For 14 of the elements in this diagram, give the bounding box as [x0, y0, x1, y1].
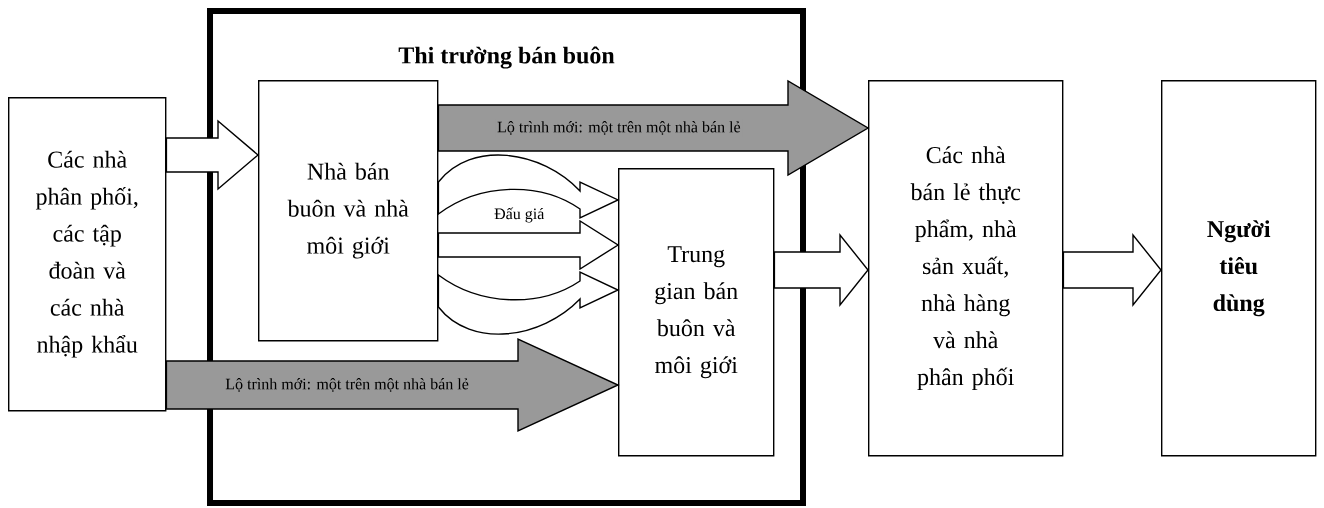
edge-label: Lộ trình mới: một trên một nhà bán lẻ — [495, 119, 743, 137]
block-arrow — [437, 271, 619, 335]
process-box: Nhà bán buôn và nhà môi giới — [258, 80, 439, 342]
process-box: Người tiêu dùng — [1161, 80, 1317, 457]
block-arrow — [1062, 233, 1162, 307]
edge-label: Đấu giá — [492, 205, 547, 225]
block-arrow — [437, 154, 619, 219]
process-box: Trung gian bán buôn và môi giới — [618, 168, 775, 457]
block-arrow — [165, 119, 260, 191]
edge-label: Lộ trình mới: một trên một nhà bán lẻ — [223, 376, 471, 394]
block-arrow — [437, 219, 620, 271]
process-box: Các nhà bán lẻ thực phẩm, nhà sản xuất, nhà hàng và nhà phân phối — [868, 80, 1064, 457]
block-arrow — [773, 233, 869, 307]
process-box: Các nhà phân phối, các tập đoàn và các nhà nhập khẩu — [8, 97, 167, 412]
